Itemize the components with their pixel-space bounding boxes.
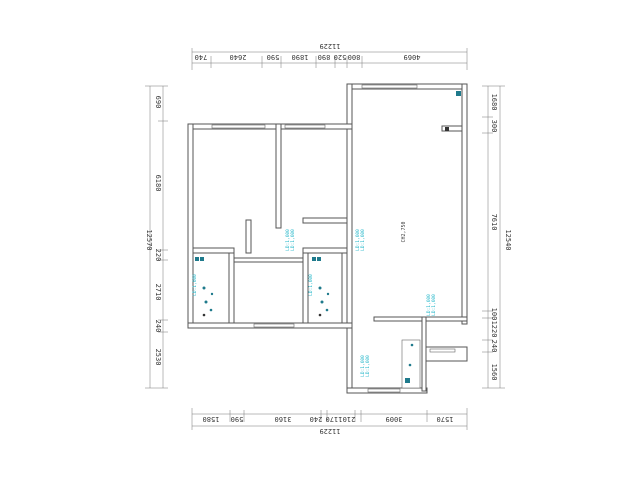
top-dim-seg-2: 590: [267, 53, 280, 61]
right-total-dim: 12540: [504, 229, 512, 250]
switch-icon: [318, 313, 322, 317]
outlet-icon: [312, 257, 316, 261]
right-dim-seg-3: 100: [490, 308, 498, 321]
wall-right-west-upper: [346, 83, 353, 127]
bottom-dim-seg-1: 590: [231, 415, 244, 423]
bottom-dim-seg-2: 3160: [275, 415, 292, 423]
switch-icon: [210, 292, 214, 296]
left-total-dim: 12570: [145, 229, 153, 250]
right-dim-seg-6: 1560: [490, 364, 498, 381]
wall-corridor-stub: [302, 217, 348, 224]
left-dim-seg-0: 690: [154, 96, 162, 109]
switch-icon: [204, 300, 208, 304]
wall-right-east: [461, 83, 468, 325]
bottom-dim-seg-7: 1570: [437, 415, 454, 423]
outlet-icon: [200, 257, 204, 261]
cyan-annotation: LD:1,600: [285, 229, 291, 251]
outlet-icon: [405, 378, 410, 383]
doors: [401, 339, 421, 389]
cyan-annotation: LD:1,600: [290, 229, 296, 251]
cyan-annotation: LD:1,600: [360, 355, 366, 377]
bottom-dim-seg-4: 1170: [326, 415, 343, 423]
left-dim-seg-3: 2710: [154, 284, 162, 301]
right-dim-seg-4: 1220: [490, 321, 498, 338]
living-room-label: CH2,750: [401, 221, 407, 242]
window-south-right: [367, 388, 401, 393]
switch-icon: [209, 308, 213, 312]
cyan-annotation: LD:1,600: [426, 294, 432, 316]
fixtures: [195, 91, 461, 383]
top-dim-seg-0: 740: [195, 53, 208, 61]
wall-bath1-east: [228, 252, 235, 324]
wall-bedroom-south-right: [302, 247, 348, 254]
right-dim-seg-2: 7610: [490, 214, 498, 231]
walls: [187, 83, 468, 394]
wall-hall-south: [233, 257, 304, 263]
balcony-fixture: [401, 339, 421, 389]
bottom-dim-seg-5: 210: [343, 415, 356, 423]
outlet-icon: [317, 257, 321, 261]
cyan-annotation: LD:1,600: [192, 274, 198, 296]
wall-right-west-mid: [346, 125, 353, 393]
cyan-annotation: LD:1,600: [360, 229, 366, 251]
switch-icon: [318, 286, 322, 290]
window-living-north: [361, 84, 418, 89]
cyan-annotation: LD:1,600: [355, 229, 361, 251]
top-dim-seg-3: 1890: [292, 53, 309, 61]
top-dimension-chain: 11229 740 2640 590 1890 890 520 800 4069: [191, 42, 468, 70]
cyan-annotation: LD:1,600: [308, 274, 314, 296]
wall-balcony-west: [421, 316, 427, 392]
left-dim-seg-4: 240: [154, 320, 162, 333]
top-dim-seg-4: 890: [318, 53, 331, 61]
left-dim-seg-5: 2530: [154, 349, 162, 366]
wall-bedroom-divider: [275, 123, 282, 229]
outlet-icon: [445, 127, 449, 131]
wall-bath2-west: [302, 252, 309, 324]
wall-bath2-east: [341, 252, 348, 324]
wall-right-inner-nib: [441, 125, 463, 132]
wall-living-south: [373, 316, 468, 322]
switch-icon: [410, 343, 414, 347]
right-dim-seg-1: 300: [490, 120, 498, 133]
left-dim-seg-1: 6180: [154, 175, 162, 192]
switch-icon: [320, 300, 324, 304]
bottom-total-dim: 11229: [319, 427, 340, 435]
top-total-dim: 11229: [319, 42, 340, 50]
windows: [211, 84, 456, 393]
bottom-dim-seg-6: 3009: [386, 415, 403, 423]
right-dim-seg-0: 1680: [490, 94, 498, 111]
switch-icon: [202, 313, 206, 317]
top-dim-seg-5: 520: [334, 53, 347, 61]
wall-left-west: [187, 123, 194, 329]
top-dim-seg-1: 2640: [230, 53, 247, 61]
right-dimension-chain: 1680 300 7610 100 1220 240 1560 12540: [482, 85, 512, 389]
left-dimension-chain: 12570 690 6180 220 2710 240 2530: [145, 85, 168, 389]
cyan-annotation: LD:1,600: [431, 294, 437, 316]
switch-icon: [408, 363, 412, 367]
cyan-annotation: LD:1,600: [365, 355, 371, 377]
top-dim-seg-6: 800: [348, 53, 361, 61]
top-dim-seg-7: 4069: [404, 53, 421, 61]
wall-door-post-left: [245, 219, 252, 254]
outlet-icon: [456, 91, 461, 96]
wall-bedroom-south-left: [192, 247, 235, 254]
switch-icon: [326, 292, 330, 296]
window-bedroom-2: [284, 124, 326, 129]
bottom-dim-seg-3: 240: [310, 415, 323, 423]
left-dim-seg-2: 220: [154, 249, 162, 262]
annotations: CH2,750 LD:1,600 LD:1,600 LD:1,600 LD:1,…: [192, 221, 437, 376]
switch-icon: [325, 308, 329, 312]
window-balcony: [429, 348, 456, 353]
switch-icon: [202, 286, 206, 290]
window-south-left: [253, 323, 295, 328]
right-dim-seg-5: 240: [490, 340, 498, 353]
window-bedroom-1: [211, 124, 266, 129]
bottom-dim-seg-0: 1580: [203, 415, 220, 423]
bottom-dimension-chain: 1580 590 3160 240 1170 210 3009 1570 112…: [191, 408, 468, 435]
outlet-icon: [195, 257, 199, 261]
